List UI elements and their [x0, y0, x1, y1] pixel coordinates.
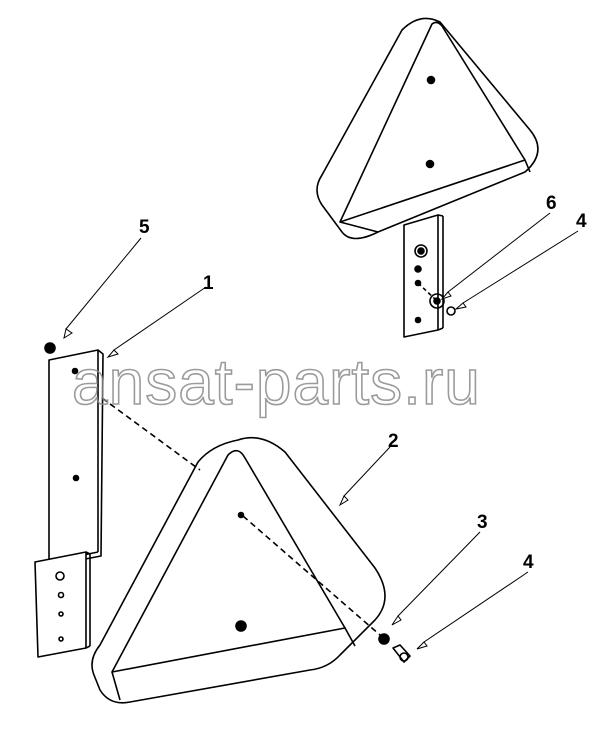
sign-hole	[237, 511, 245, 519]
sign-hole	[235, 620, 247, 632]
callout-4-upper: 4	[576, 211, 587, 232]
assembled-view	[316, 17, 539, 338]
triangle-sign-face	[111, 449, 346, 673]
plate-hole	[57, 591, 65, 599]
plate-hole	[55, 571, 65, 581]
assembly-line	[101, 397, 201, 471]
watermark-text: ansat-parts.ru	[72, 346, 481, 418]
plate-hole	[58, 611, 64, 617]
leader-lines	[63, 212, 579, 650]
washer-part-6	[429, 293, 445, 309]
sign-hole	[425, 159, 435, 169]
exploded-view	[34, 282, 437, 704]
callout-4-lower: 4	[523, 552, 534, 573]
plate-hole	[72, 474, 80, 482]
callout-2: 2	[388, 431, 399, 452]
callout-3: 3	[477, 512, 488, 533]
bracket-hole	[414, 244, 428, 258]
callout-5: 5	[139, 217, 150, 238]
fastener-part-4-head	[399, 652, 409, 662]
bracket-hole	[417, 247, 425, 255]
callout-1: 1	[203, 273, 214, 294]
bolt-part-5	[44, 342, 56, 354]
bracket-hole	[414, 316, 422, 324]
nut-part-3	[378, 633, 390, 645]
plate-hole	[71, 367, 79, 375]
callout-6: 6	[546, 193, 557, 214]
assembled-triangle-face	[339, 21, 526, 223]
plate-hole	[58, 636, 64, 642]
nut-part-4	[446, 306, 456, 316]
assembly-line	[242, 515, 381, 636]
callout-labels: 5 1 2 3 4 6 4	[139, 193, 587, 573]
sign-hole	[426, 75, 436, 85]
bracket-hole	[414, 265, 422, 273]
